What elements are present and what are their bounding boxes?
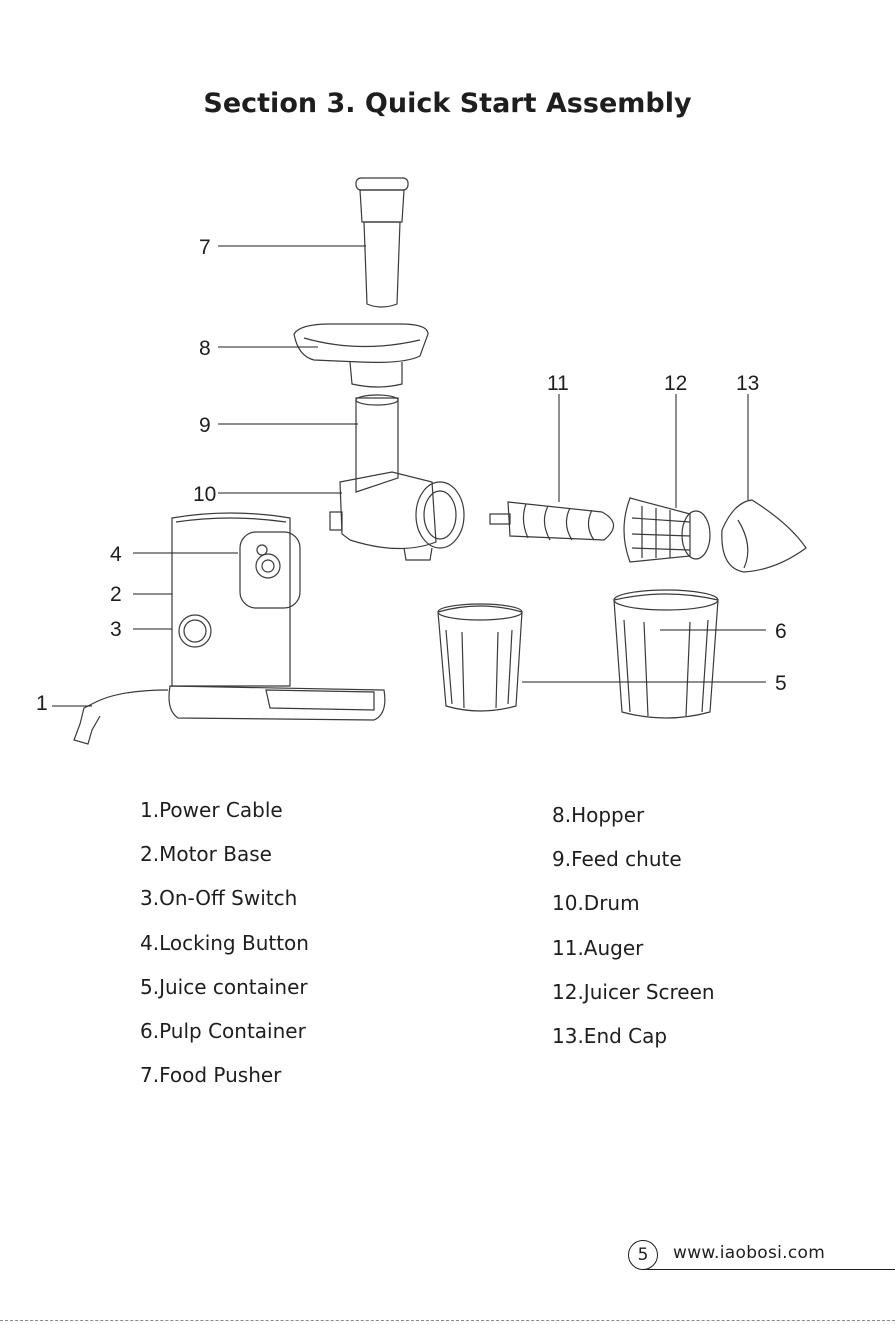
parts-list-right: 8.Hopper 9.Feed chute 10.Drum 11.Auger 1… [552,801,715,1066]
part-item: 3.On-Off Switch [140,884,309,928]
part-item: 5.Juice container [140,973,309,1017]
page-number-badge: 5 [628,1240,658,1270]
callout-4: 4 [110,543,122,566]
callout-13: 13 [736,372,759,395]
juicer-screen-illustration [624,498,710,562]
website-url: www.iaobosi.com [673,1243,825,1263]
auger-illustration [490,502,614,540]
parts-list-left: 1.Power Cable 2.Motor Base 3.On-Off Swit… [140,796,309,1105]
footer-rule [642,1269,895,1270]
callout-3: 3 [110,618,122,641]
callout-5: 5 [775,672,787,695]
hopper-illustration [294,324,428,387]
part-item: 12.Juicer Screen [552,978,715,1022]
callout-6: 6 [775,620,787,643]
callout-1: 1 [36,692,48,715]
callout-12: 12 [664,372,687,395]
pulp-container-illustration [614,590,718,718]
part-item: 4.Locking Button [140,929,309,973]
callout-9: 9 [199,414,211,437]
part-item: 7.Food Pusher [140,1061,309,1105]
part-item: 10.Drum [552,889,715,933]
end-cap-illustration [722,500,806,572]
part-item: 1.Power Cable [140,796,309,840]
drum-illustration [330,472,464,560]
part-item: 2.Motor Base [140,840,309,884]
page-cut-line [0,1320,895,1321]
callout-11: 11 [547,372,569,395]
food-pusher-illustration [356,178,408,307]
part-item: 11.Auger [552,934,715,978]
part-item: 6.Pulp Container [140,1017,309,1061]
part-item: 9.Feed chute [552,845,715,889]
callout-7: 7 [199,236,211,259]
juice-container-illustration [438,604,522,711]
callout-10: 10 [193,483,216,506]
part-item: 8.Hopper [552,801,715,845]
callout-2: 2 [110,583,122,606]
part-item: 13.End Cap [552,1022,715,1066]
callout-8: 8 [199,337,211,360]
